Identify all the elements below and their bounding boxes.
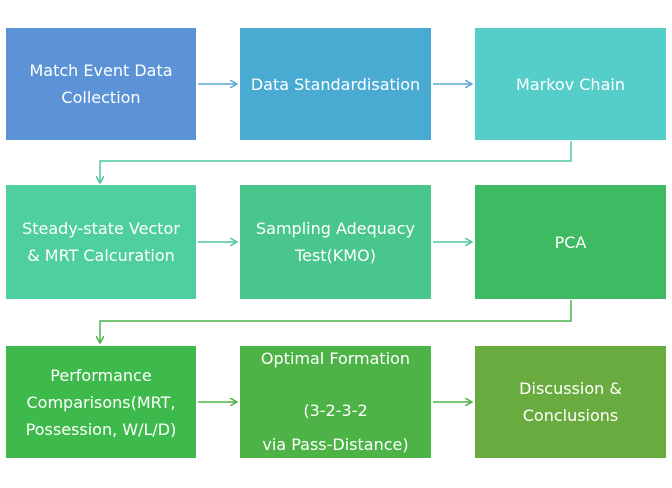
step-label-line: via Pass-Distance): [262, 435, 409, 454]
step-performance-comparisons: Performance Comparisons(MRT, Possession,…: [6, 346, 196, 458]
step-label: Data Standardisation: [250, 74, 421, 94]
step-markov-chain: Markov Chain: [475, 28, 666, 140]
step-data-standardisation: Data Standardisation: [240, 28, 431, 140]
step-label-line: (3-2-3-2: [303, 401, 368, 420]
step-label: Sampling Adequacy Test(KMO): [255, 219, 415, 265]
step-label: PCA: [554, 232, 587, 252]
step-steady-state-vector: Steady-state Vector & MRT Calcuration: [6, 185, 196, 299]
step-label: Discussion & Conclusions: [519, 379, 622, 425]
step-label: Match Event Data Collection: [29, 61, 173, 107]
step-optimal-formation: Optimal Formation (3-2-3-2 via Pass-Dist…: [240, 346, 431, 458]
step-label-line: Optimal Formation: [260, 349, 411, 368]
step-sampling-adequacy-test: Sampling Adequacy Test(KMO): [240, 185, 431, 299]
step-label: Markov Chain: [516, 74, 625, 94]
step-pca: PCA: [475, 185, 666, 299]
step-label: Performance Comparisons(MRT, Possession,…: [25, 365, 177, 439]
arrow-6-to-7: [100, 300, 572, 342]
step-label: Steady-state Vector & MRT Calcuration: [22, 219, 180, 265]
arrow-3-to-4: [100, 141, 572, 182]
step-match-event-data-collection: Match Event Data Collection: [6, 28, 196, 140]
step-discussion-conclusions: Discussion & Conclusions: [475, 346, 666, 458]
step-label: Optimal Formation (3-2-3-2 via Pass-Dist…: [261, 320, 410, 484]
